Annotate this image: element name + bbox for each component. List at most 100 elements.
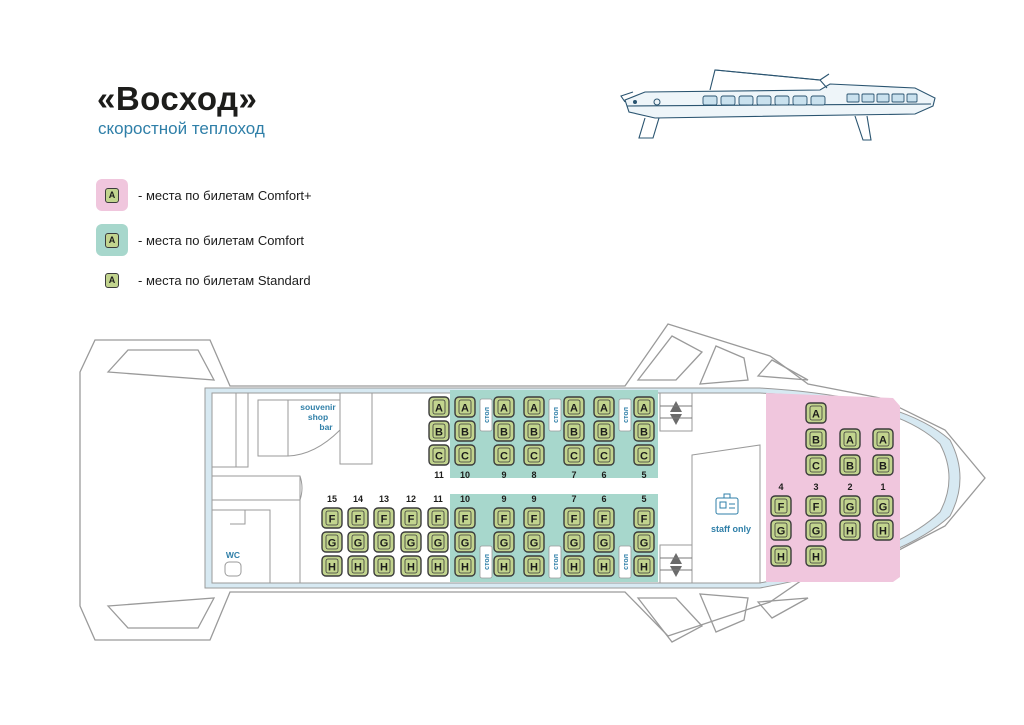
seat[interactable]: G (563, 531, 585, 553)
seat[interactable]: A (493, 396, 515, 418)
seat[interactable]: H (321, 555, 343, 577)
seat[interactable]: G (321, 531, 343, 553)
seat[interactable]: A (563, 396, 585, 418)
seat-cushion (497, 510, 511, 526)
seat[interactable]: F (770, 495, 792, 517)
seat[interactable]: G (872, 495, 894, 517)
legend-comfort-swatch: A (96, 224, 128, 256)
seat[interactable]: A (839, 428, 861, 450)
seat[interactable]: C (428, 444, 450, 466)
seat-frame (523, 420, 545, 442)
seat[interactable]: F (347, 507, 369, 529)
seat[interactable]: A (805, 402, 827, 424)
seat[interactable]: A (593, 396, 615, 418)
seat-cushion (377, 510, 391, 526)
seat-letter: H (461, 562, 469, 574)
seat-cushion (497, 558, 511, 574)
seat-frame (563, 444, 585, 466)
seat[interactable]: G (427, 531, 449, 553)
seat[interactable]: G (839, 495, 861, 517)
seat[interactable]: A (872, 428, 894, 450)
seat-letter: B (812, 435, 820, 447)
row-number: 4 (778, 482, 783, 492)
seat[interactable]: F (400, 507, 422, 529)
seat[interactable]: G (493, 531, 515, 553)
seat-frame (805, 454, 827, 476)
seat[interactable]: C (593, 444, 615, 466)
seat-cushion (843, 457, 857, 473)
seat[interactable]: H (427, 555, 449, 577)
seat[interactable]: A (428, 396, 450, 418)
seat-frame (805, 519, 827, 541)
seat[interactable]: B (454, 420, 476, 442)
seat[interactable]: F (373, 507, 395, 529)
seat-letter: C (500, 451, 508, 463)
seat[interactable]: C (454, 444, 476, 466)
seat[interactable]: G (770, 519, 792, 541)
seat[interactable]: H (563, 555, 585, 577)
seat-frame (400, 555, 422, 577)
seat[interactable]: H (872, 519, 894, 541)
seat[interactable]: H (593, 555, 615, 577)
seat-frame (770, 495, 792, 517)
table: стол (479, 545, 493, 579)
seat[interactable]: B (839, 454, 861, 476)
seat-frame (523, 555, 545, 577)
seat[interactable]: G (400, 531, 422, 553)
seat[interactable]: G (523, 531, 545, 553)
seat[interactable]: H (523, 555, 545, 577)
seat[interactable]: H (347, 555, 369, 577)
seat[interactable]: F (321, 507, 343, 529)
seat[interactable]: G (805, 519, 827, 541)
seat[interactable]: C (523, 444, 545, 466)
seat[interactable]: B (563, 420, 585, 442)
seat[interactable]: B (493, 420, 515, 442)
seat[interactable]: G (454, 531, 476, 553)
seat[interactable]: C (805, 454, 827, 476)
seat-letter: A (846, 435, 854, 447)
seat-letter: C (461, 451, 469, 463)
seat[interactable]: G (593, 531, 615, 553)
seat[interactable]: B (593, 420, 615, 442)
seat[interactable]: A (633, 396, 655, 418)
seat-cushion (527, 423, 541, 439)
seat[interactable]: F (454, 507, 476, 529)
seat-cushion (404, 558, 418, 574)
seat[interactable]: B (523, 420, 545, 442)
seat[interactable]: A (523, 396, 545, 418)
seat[interactable]: G (633, 531, 655, 553)
seat-frame (454, 444, 476, 466)
seat[interactable]: H (454, 555, 476, 577)
seat-frame (347, 531, 369, 553)
seat-cushion (567, 423, 581, 439)
seat[interactable]: C (633, 444, 655, 466)
seat[interactable]: B (428, 420, 450, 442)
seat[interactable]: F (593, 507, 615, 529)
seat[interactable]: B (805, 428, 827, 450)
seat[interactable]: F (563, 507, 585, 529)
seat[interactable]: F (523, 507, 545, 529)
seat-cushion (637, 423, 651, 439)
seat[interactable]: B (633, 420, 655, 442)
legend-comfort-plus-swatch: A (96, 179, 128, 211)
seat[interactable]: C (563, 444, 585, 466)
seat[interactable]: H (805, 545, 827, 567)
seat[interactable]: B (872, 454, 894, 476)
seat[interactable]: H (770, 545, 792, 567)
seat[interactable]: H (373, 555, 395, 577)
row-number: 12 (406, 494, 416, 504)
seat[interactable]: F (633, 507, 655, 529)
seat[interactable]: H (493, 555, 515, 577)
seat[interactable]: F (805, 495, 827, 517)
seat[interactable]: A (454, 396, 476, 418)
seat[interactable]: H (400, 555, 422, 577)
seat[interactable]: H (633, 555, 655, 577)
seat-letter: B (879, 461, 887, 473)
seat[interactable]: F (427, 507, 449, 529)
seat[interactable]: F (493, 507, 515, 529)
seat[interactable]: C (493, 444, 515, 466)
seat[interactable]: G (347, 531, 369, 553)
seat[interactable]: H (839, 519, 861, 541)
seat[interactable]: G (373, 531, 395, 553)
